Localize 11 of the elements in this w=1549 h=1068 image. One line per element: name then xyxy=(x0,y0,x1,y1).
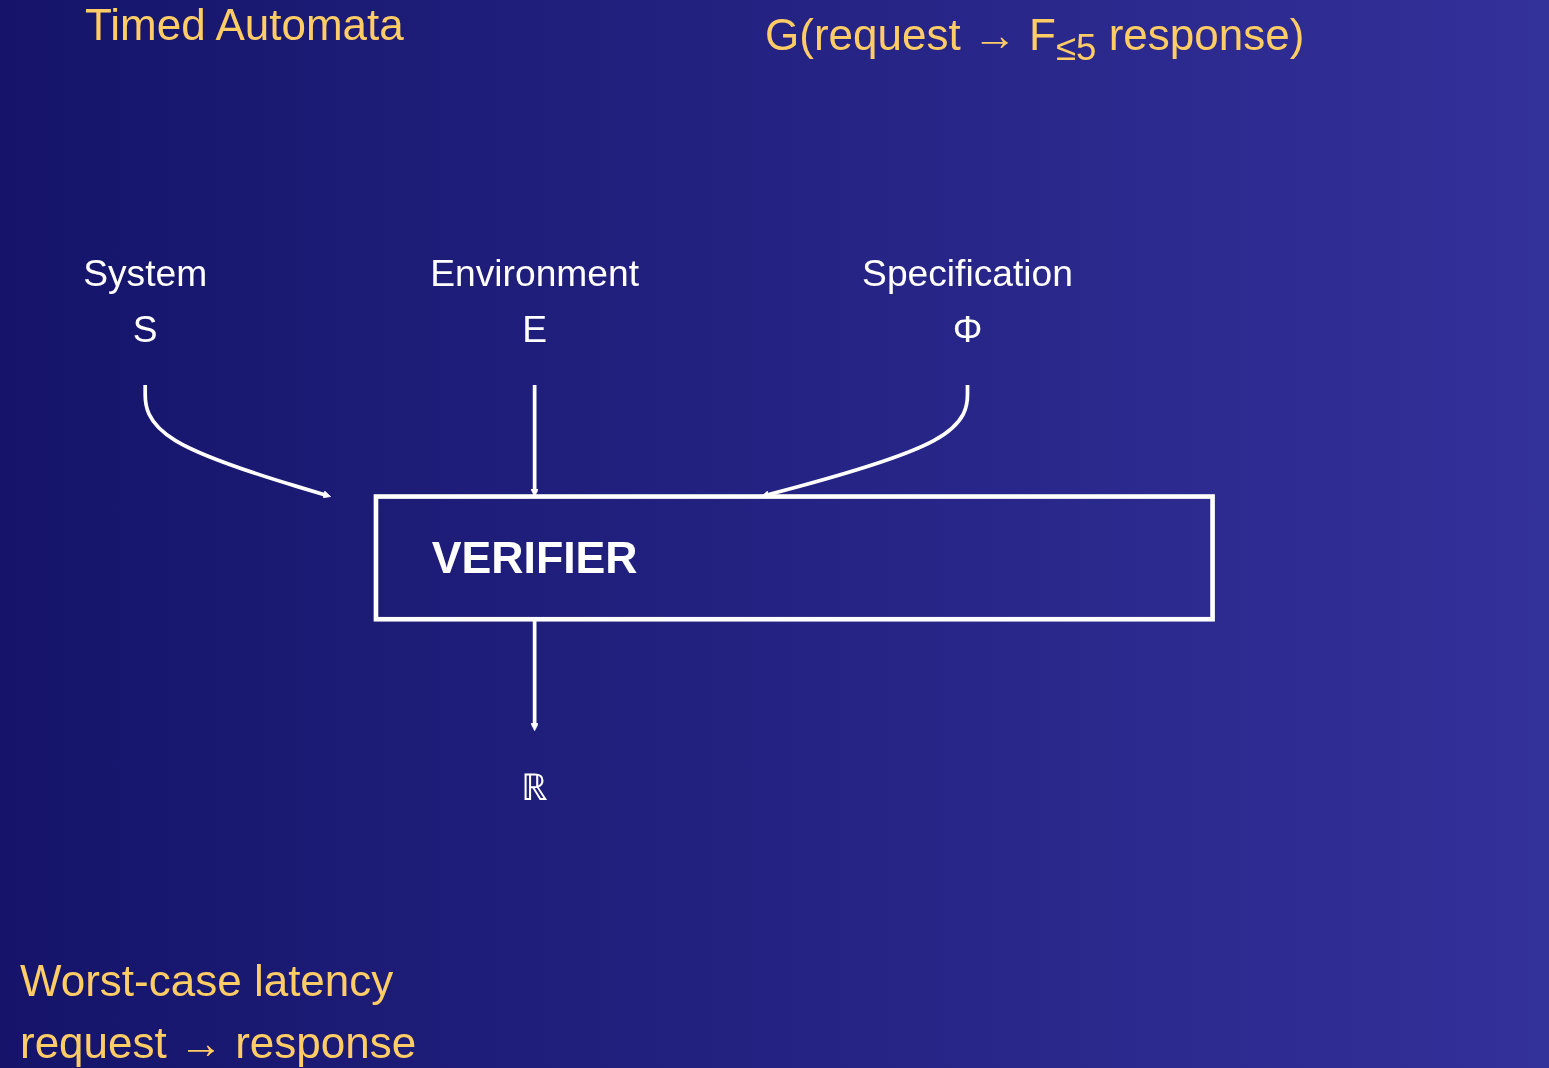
node-text: ℝ xyxy=(521,766,549,807)
node-text: System S xyxy=(83,253,208,350)
node-text: Environment E xyxy=(430,253,639,350)
arrow xyxy=(530,385,539,497)
formula-text: G(request → F$_{≤5}$ response) xyxy=(765,10,1305,69)
arrow xyxy=(530,619,539,732)
node-box: VERIFIER xyxy=(373,494,1215,622)
node-text: Specification Φ xyxy=(862,253,1073,350)
output-caption: Worst-case latency request → response xyxy=(20,955,418,1068)
heading-text: Timed Automata xyxy=(85,0,404,50)
arrow xyxy=(143,385,331,499)
